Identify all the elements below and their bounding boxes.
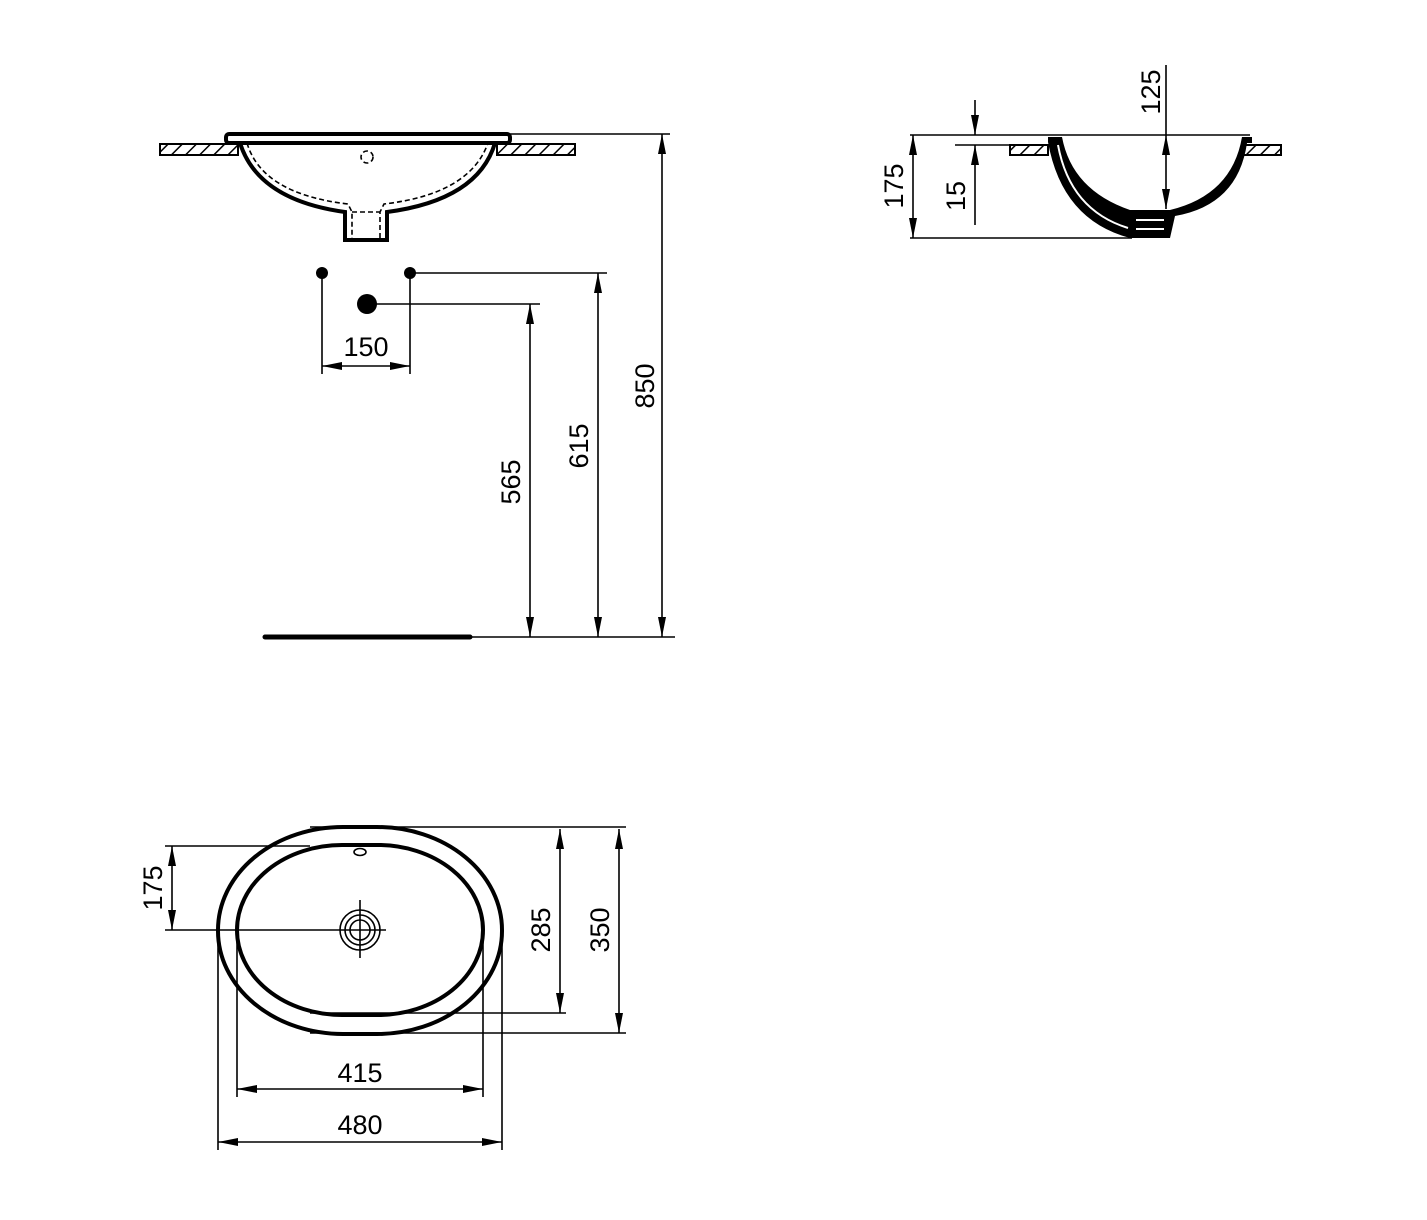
overflow-hole bbox=[360, 150, 374, 164]
dimension-label: 615 bbox=[564, 423, 594, 468]
countertop-left bbox=[1009, 144, 1049, 156]
basin-inner-hidden-line bbox=[246, 142, 489, 238]
side-view: 175 15 125 bbox=[879, 65, 1282, 239]
dimension-label: 125 bbox=[1136, 69, 1166, 114]
basin-section-inner bbox=[1057, 144, 1129, 229]
overflow-hole bbox=[353, 847, 367, 857]
dimension-label: 565 bbox=[496, 459, 526, 504]
basin-section bbox=[1048, 137, 1252, 238]
basin-bowl bbox=[238, 142, 497, 242]
dimension-label: 15 bbox=[941, 181, 971, 211]
countertop-right bbox=[1242, 144, 1282, 156]
dimension-label: 480 bbox=[337, 1110, 382, 1140]
dimension-label: 150 bbox=[343, 332, 388, 362]
countertop-left bbox=[159, 143, 239, 156]
dimension-label: 850 bbox=[630, 363, 660, 408]
dimension-label: 175 bbox=[138, 865, 168, 910]
plan-view: 175 285 350 415 480 bbox=[138, 825, 626, 1150]
dimension-label: 350 bbox=[585, 907, 615, 952]
dimension-label: 175 bbox=[879, 163, 909, 208]
basin-rim bbox=[224, 132, 512, 145]
dimension-label: 285 bbox=[526, 907, 556, 952]
dimension-label: 415 bbox=[337, 1058, 382, 1088]
front-view: 150 565 615 850 bbox=[159, 132, 675, 640]
countertop-right bbox=[496, 143, 576, 156]
